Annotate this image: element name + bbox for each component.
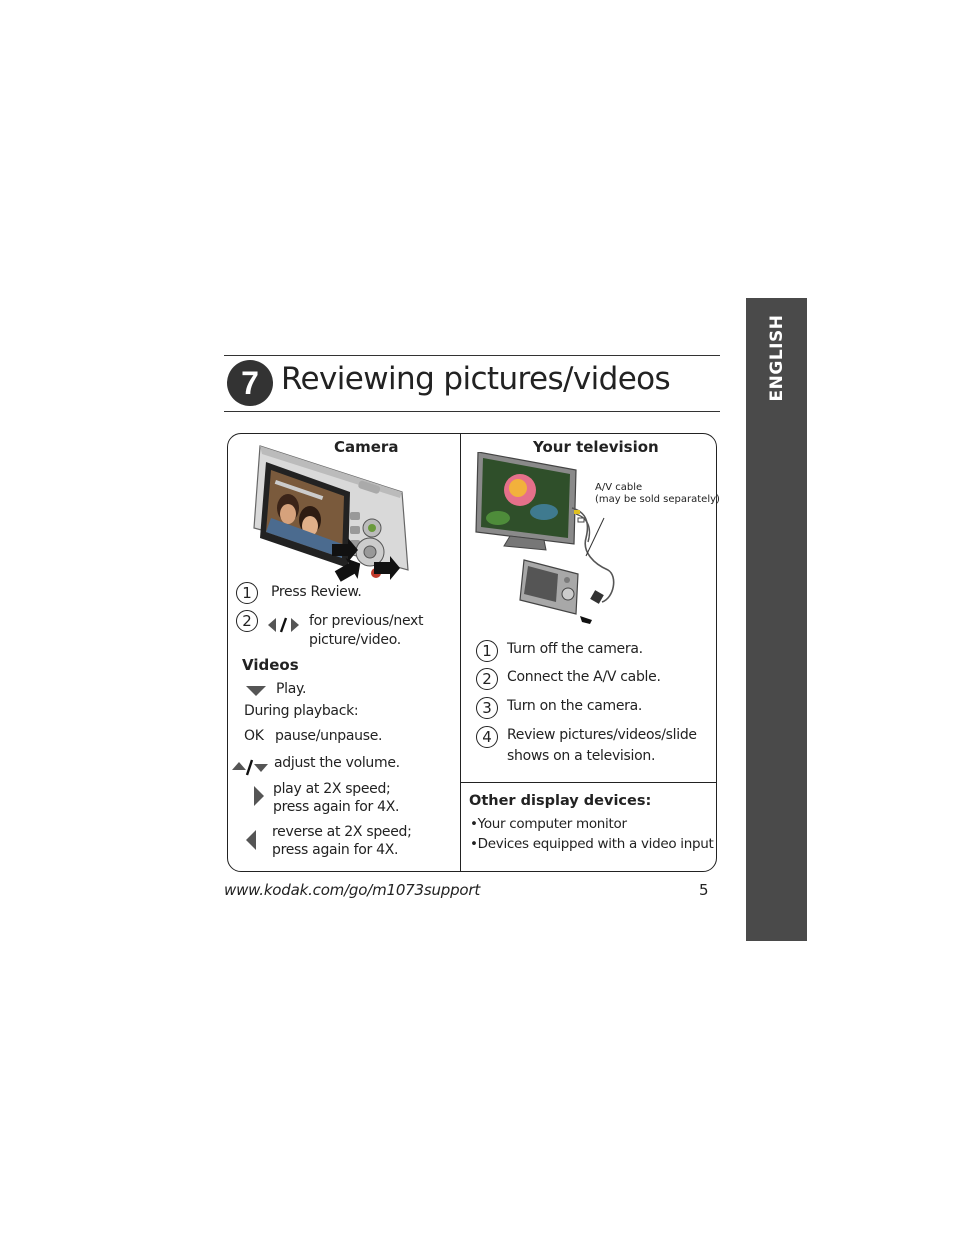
tv-step-4-number: 4: [476, 726, 498, 748]
tv-step-3-number: 3: [476, 697, 498, 719]
camera-step-1-number: 1: [236, 582, 258, 604]
other-device-item: •Your computer monitor: [470, 816, 627, 832]
ok-key-label: OK: [244, 728, 264, 744]
page-number: 5: [699, 881, 709, 899]
tv-step-4-line1: Review pictures/videos/slide: [507, 727, 697, 743]
tv-step-1-text: Turn off the camera.: [507, 641, 643, 657]
during-playback-label: During playback:: [244, 703, 359, 719]
heading-top-rule: [224, 355, 720, 356]
reverse-speed-line2: press again for 4X.: [272, 842, 399, 858]
camera-step-1-text: Press Review.: [271, 584, 362, 600]
forward-speed-line2: press again for 4X.: [273, 799, 400, 815]
other-devices-header: Other display devices:: [469, 793, 652, 809]
volume-text: adjust the volume.: [274, 755, 400, 771]
other-devices-divider: [461, 782, 716, 783]
av-cable-note: (may be sold separately): [595, 494, 720, 505]
camera-step-2-number: 2: [236, 610, 258, 632]
video-play-text: Play.: [276, 681, 307, 697]
videos-header: Videos: [242, 656, 299, 674]
television-header: Your television: [533, 438, 659, 456]
left-arrow-icon: [246, 830, 258, 850]
television-connection-illustration: [474, 452, 644, 632]
forward-speed-line1: play at 2X speed;: [273, 781, 391, 797]
camera-back-illustration: [252, 440, 414, 582]
camera-step-2-line1: for previous/next: [309, 613, 424, 629]
volume-arrows-icon: [232, 758, 270, 776]
column-divider: [460, 434, 461, 871]
camera-header: Camera: [334, 438, 399, 456]
ok-pause-text: pause/unpause.: [275, 728, 383, 744]
tv-step-4-line2: shows on a television.: [507, 748, 656, 764]
av-cable-label: A/V cable: [595, 482, 643, 493]
camera-step-2-line2: picture/video.: [309, 632, 401, 648]
page-title: Reviewing pictures/videos: [281, 361, 671, 397]
reverse-speed-line1: reverse at 2X speed;: [272, 824, 412, 840]
instruction-panel: [227, 433, 717, 872]
section-number-badge: 7: [227, 360, 273, 406]
prev-next-arrows-icon: [268, 616, 300, 634]
support-url: www.kodak.com/go/m1073support: [224, 881, 481, 899]
tv-step-2-number: 2: [476, 668, 498, 690]
tv-step-1-number: 1: [476, 640, 498, 662]
tv-step-2-text: Connect the A/V cable.: [507, 669, 661, 685]
right-arrow-icon: [254, 786, 266, 806]
down-arrow-icon: [246, 686, 266, 698]
heading-bottom-rule: [224, 411, 720, 412]
tv-step-3-text: Turn on the camera.: [507, 698, 643, 714]
other-device-item: •Devices equipped with a video input: [470, 836, 714, 852]
language-tab: ENGLISH: [746, 298, 807, 941]
language-tab-label: ENGLISH: [766, 314, 787, 402]
